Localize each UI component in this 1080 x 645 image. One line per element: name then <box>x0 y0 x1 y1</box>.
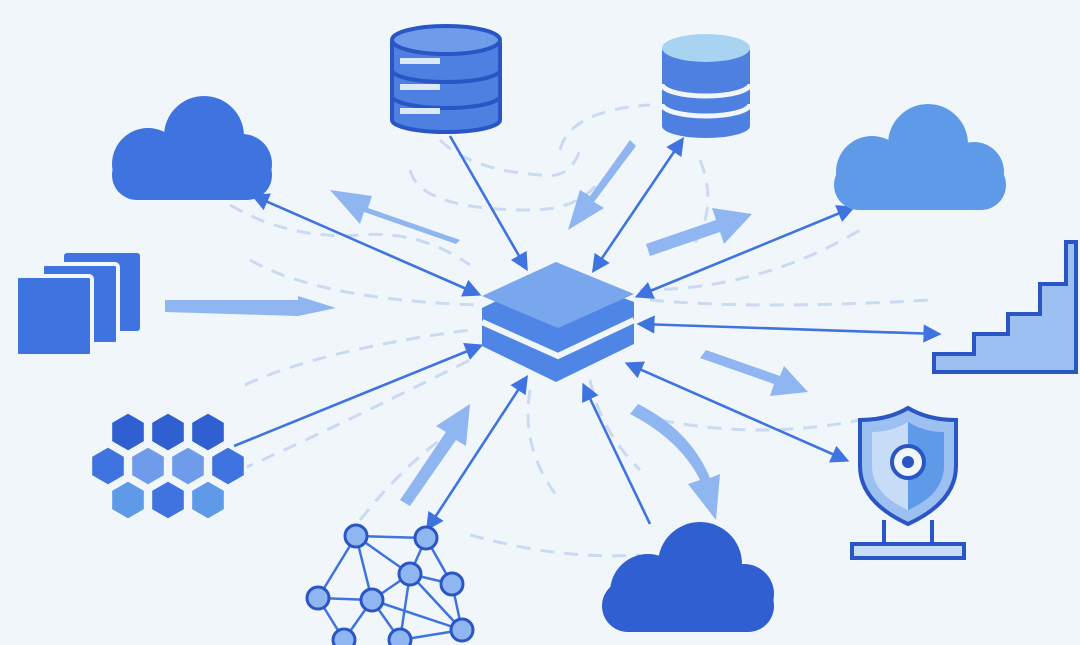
flow-arrow <box>165 296 336 316</box>
database-icon <box>659 34 753 138</box>
network-node <box>343 523 369 549</box>
flow-arrow <box>700 350 808 396</box>
network-node <box>413 525 439 551</box>
hexagon-cell <box>149 478 187 522</box>
dashed-connector <box>249 258 481 307</box>
dashed-connector <box>408 169 602 212</box>
connection-line <box>426 374 528 532</box>
hub-top-face <box>482 262 634 328</box>
staircase-chart-icon <box>932 240 1078 374</box>
connection-line <box>233 343 484 448</box>
network-node <box>359 587 385 613</box>
hexagon-cell <box>169 444 207 488</box>
hub-divider <box>480 317 636 360</box>
dashed-connector <box>649 298 931 307</box>
dashed-connector <box>588 379 642 472</box>
connection-line <box>636 315 942 343</box>
hexagon-cell <box>89 444 127 488</box>
documents-stack-icon <box>14 253 140 358</box>
connection-line <box>634 205 856 299</box>
hexagon-cluster-icon <box>89 410 247 522</box>
flow-arrow <box>630 404 720 520</box>
security-shield-icon <box>850 405 966 560</box>
network-edge <box>409 573 463 631</box>
server-hub-icon <box>480 262 636 382</box>
connection-line <box>250 193 482 297</box>
network-mesh-icon <box>305 523 475 645</box>
network-node <box>397 561 423 587</box>
hexagon-cell <box>209 444 247 488</box>
connection-lines <box>233 135 942 532</box>
hexagon-cell <box>109 478 147 522</box>
network-node <box>449 617 475 643</box>
dashed-connector <box>469 533 641 558</box>
flow-arrow <box>646 208 752 256</box>
dashed-connector <box>244 328 471 387</box>
dashed-connector <box>558 103 651 151</box>
connection-line <box>624 361 850 463</box>
network-node <box>305 585 331 611</box>
network-edge <box>371 598 463 632</box>
hexagon-cell <box>129 444 167 488</box>
flow-arrow <box>400 404 470 506</box>
hexagon-cell <box>149 410 187 454</box>
dashed-connector <box>438 138 582 178</box>
connection-line <box>448 135 528 272</box>
dashed-connector <box>526 389 562 501</box>
cloud-icon <box>112 96 272 200</box>
network-node <box>331 627 357 645</box>
cloud-icon <box>834 104 1006 210</box>
network-node <box>387 627 413 645</box>
network-node <box>439 571 465 597</box>
cloud-icon <box>602 522 774 632</box>
hexagon-cell <box>189 478 227 522</box>
hexagon-cell <box>109 410 147 454</box>
hexagon-cell <box>189 410 227 454</box>
connection-line <box>582 382 652 525</box>
connection-line <box>591 136 685 274</box>
database-icon <box>390 24 502 134</box>
